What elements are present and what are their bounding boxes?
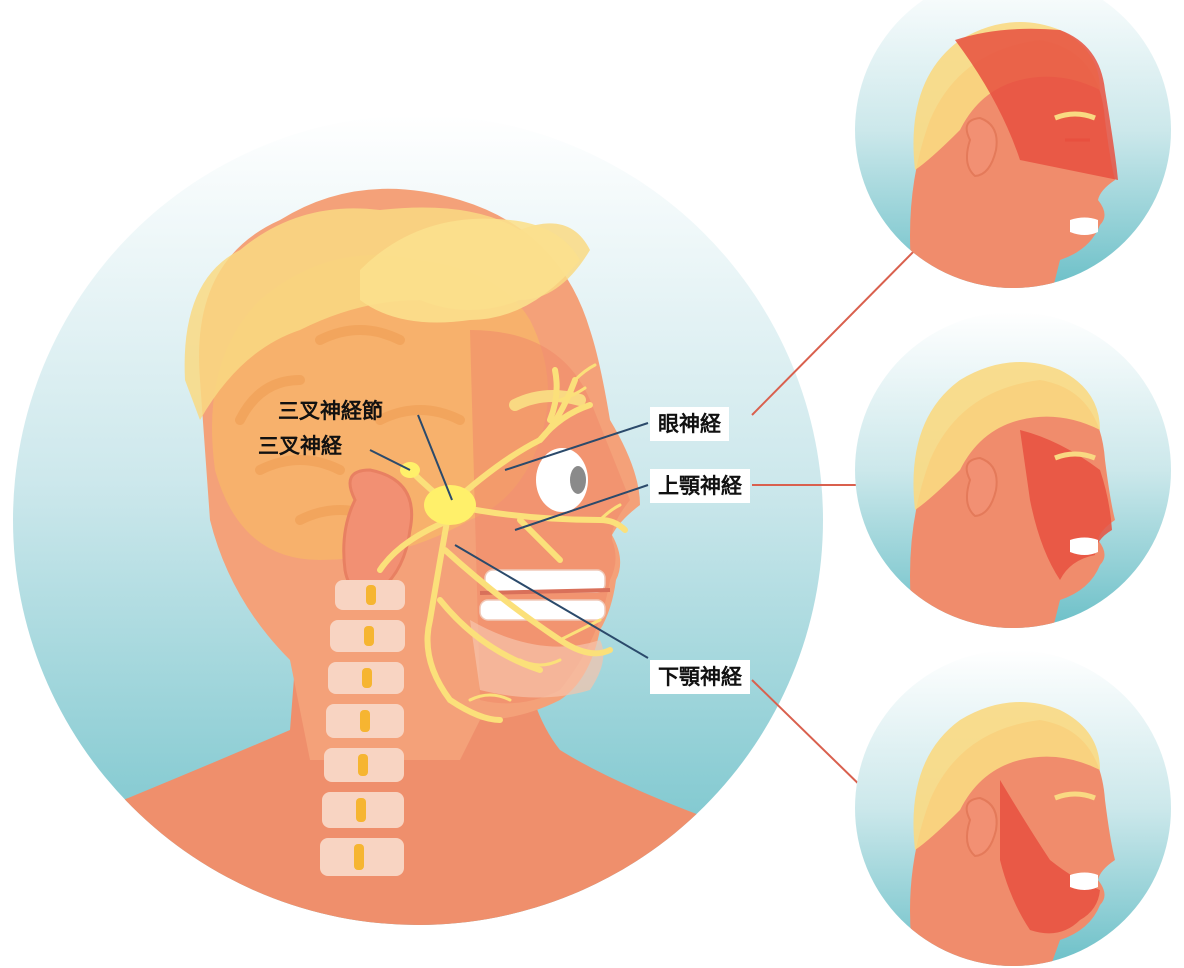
trigeminal-nerve-label: 三叉神経 [258,432,342,460]
maxillary-nerve-label: 上顎神経 [650,469,750,503]
mandibular-nerve-label: 下顎神経 [650,660,750,694]
trigeminal-ganglion-label: 三叉神経節 [278,397,383,425]
ophthalmic-zone-head [855,0,1171,300]
main-head-illustration [0,115,830,968]
ophthalmic-nerve-label: 眼神経 [650,407,729,441]
mandibular-zone-head [855,650,1171,968]
maxillary-zone-head [855,312,1171,640]
